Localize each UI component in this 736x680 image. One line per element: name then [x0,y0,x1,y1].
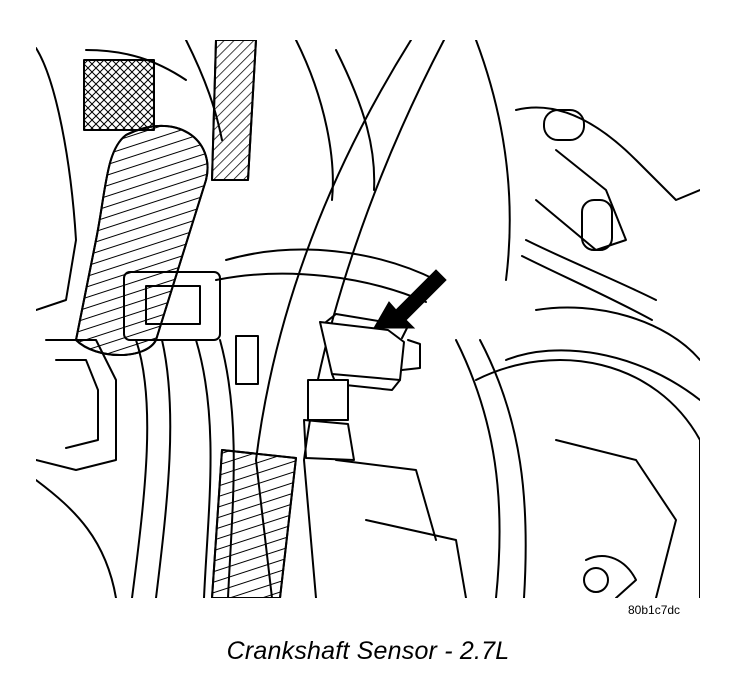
corrugated-hose-left [76,126,208,355]
wiring-sleeve [212,450,296,598]
right-components [456,40,700,598]
engine-illustration [36,40,700,598]
wiring-harness [124,272,258,598]
figure-caption: Crankshaft Sensor - 2.7L [226,637,510,665]
reference-code: 80b1c7dc [628,603,681,617]
misc-lines [216,250,466,598]
arrow-icon [374,270,446,328]
crankshaft-sensor [304,314,420,460]
corrugated-hose-upper [212,40,256,180]
